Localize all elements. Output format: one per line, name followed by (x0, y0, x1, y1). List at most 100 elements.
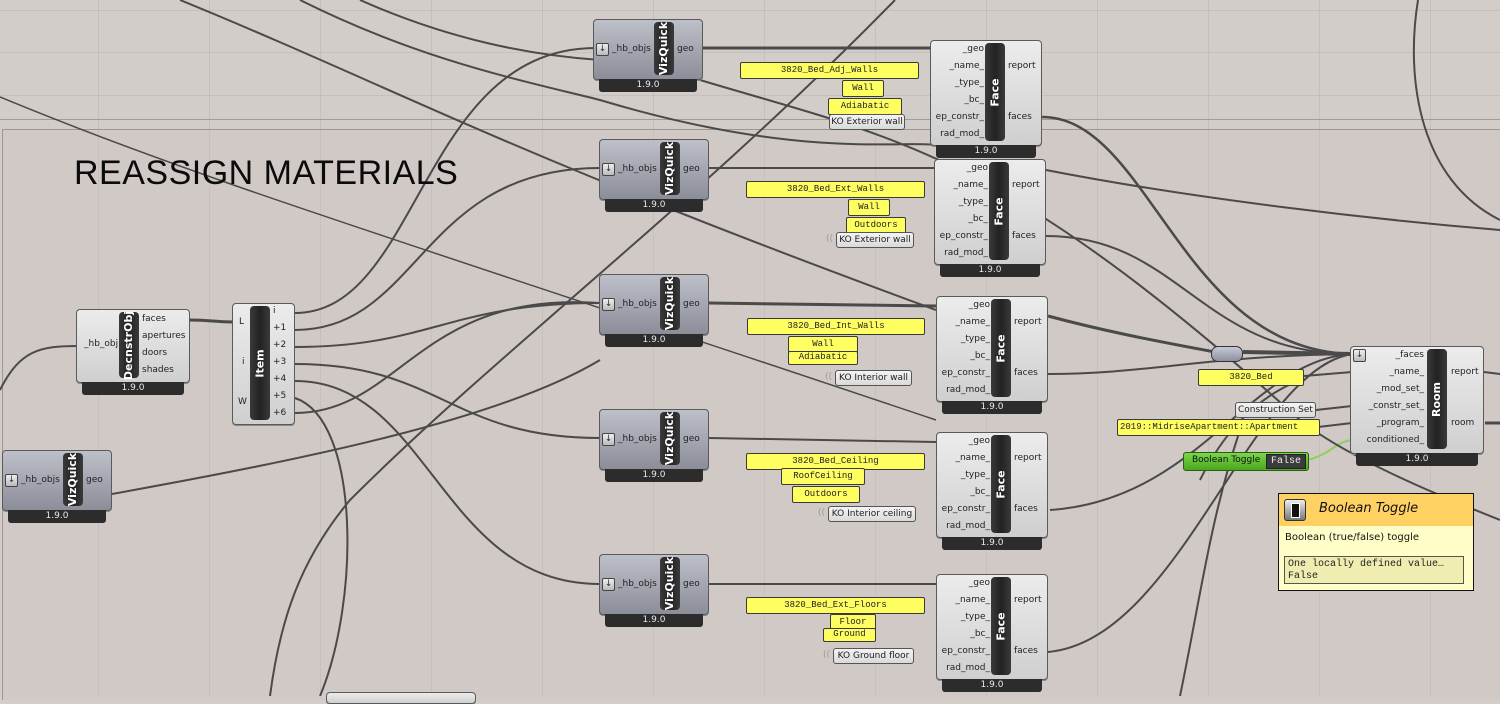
component-nickname[interactable]: Face (985, 43, 1005, 141)
flatten-icon[interactable]: ↓ (602, 578, 615, 591)
input-hb-objs[interactable]: _hb_objs (618, 434, 657, 444)
vizquick-component[interactable]: ↓ _hb_objs VizQuick geo 1.9.0 (599, 274, 709, 347)
bc-panel[interactable]: Outdoors (792, 486, 860, 503)
room-component[interactable]: ↓ _faces _name_ _mod_set_ _constr_set_ _… (1350, 346, 1484, 466)
output-plus3[interactable]: +3 (273, 357, 287, 367)
output-faces[interactable]: faces (1012, 231, 1036, 241)
output-report[interactable]: report (1451, 367, 1479, 377)
flatten-icon[interactable]: ↓ (602, 163, 615, 176)
input-rad-mod[interactable]: rad_mod_ (946, 663, 990, 673)
input-bc[interactable]: _bc_ (970, 351, 990, 361)
face-component[interactable]: _geo _name_ _type_ _bc_ ep_constr_ rad_m… (934, 159, 1046, 277)
name-panel[interactable]: 3820_Bed_Ext_Floors (746, 597, 925, 614)
vizquick-component[interactable]: ↓ _hb_objs VizQuick geo 1.9.0 (599, 554, 709, 627)
output-apertures[interactable]: apertures (142, 331, 186, 341)
type-panel[interactable]: RoofCeiling (781, 468, 865, 485)
output-faces[interactable]: faces (1008, 112, 1032, 122)
component-nickname[interactable]: VizQuick (660, 557, 680, 610)
output-plus4[interactable]: +4 (273, 374, 287, 384)
input-bc[interactable]: _bc_ (970, 487, 990, 497)
component-nickname[interactable]: Face (991, 299, 1011, 397)
input-hb-objs[interactable]: _hb_objs (618, 164, 657, 174)
input-rad-mod[interactable]: rad_mod_ (946, 521, 990, 531)
output-plus1[interactable]: +1 (273, 323, 287, 333)
construction-value-list[interactable]: KO Interior wall (835, 370, 912, 386)
name-panel[interactable]: 3820_Bed_Adj_Walls (740, 62, 919, 79)
output-geo[interactable]: geo (683, 579, 700, 589)
flatten-icon[interactable]: ↓ (1353, 349, 1366, 362)
flatten-icon[interactable]: ↓ (602, 433, 615, 446)
output-plus6[interactable]: +6 (273, 408, 287, 418)
component-nickname[interactable]: VizQuick (660, 412, 680, 465)
output-report[interactable]: report (1014, 595, 1042, 605)
vizquick-component[interactable]: ↓ _hb_objs VizQuick geo 1.9.0 (599, 409, 709, 482)
relay-node[interactable] (1211, 346, 1243, 362)
construction-value-list[interactable]: KO Ground floor (833, 648, 914, 664)
input-ep-constr[interactable]: ep_constr_ (941, 504, 990, 514)
input-type[interactable]: _type_ (960, 612, 990, 622)
flatten-icon[interactable]: ↓ (5, 474, 18, 487)
construction-value-list[interactable]: KO Exterior wall (836, 232, 914, 248)
input-conditioned[interactable]: conditioned_ (1366, 435, 1424, 445)
component-nickname[interactable]: Room (1427, 349, 1447, 449)
vizquick-component[interactable]: ↓ _hb_objs VizQuick geo 1.9.0 (593, 19, 703, 92)
type-panel[interactable]: Wall (848, 199, 890, 216)
input-ep-constr[interactable]: ep_constr_ (935, 112, 984, 122)
input-name[interactable]: _name_ (955, 317, 990, 327)
component-nickname[interactable]: VizQuick (654, 22, 674, 75)
input-ep-constr[interactable]: ep_constr_ (939, 231, 988, 241)
component-nickname[interactable]: DecnstrObj (119, 310, 139, 380)
face-component[interactable]: _geo _name_ _type_ _bc_ ep_constr_ rad_m… (936, 574, 1048, 692)
input-geo[interactable]: _geo (968, 300, 990, 310)
output-geo[interactable]: geo (86, 475, 103, 485)
input-rad-mod[interactable]: rad_mod_ (944, 248, 988, 258)
output-room[interactable]: room (1451, 418, 1475, 428)
output-faces[interactable]: faces (1014, 368, 1038, 378)
input-type[interactable]: _type_ (958, 197, 988, 207)
input-type[interactable]: _type_ (960, 470, 990, 480)
input-rad-mod[interactable]: rad_mod_ (946, 385, 990, 395)
boolean-toggle[interactable]: Boolean Toggle False (1183, 452, 1309, 471)
deconstruct-object-component[interactable]: _hb_obj DecnstrObj faces apertures doors… (76, 309, 190, 395)
output-plus5[interactable]: +5 (273, 391, 287, 401)
output-geo[interactable]: geo (683, 164, 700, 174)
output-geo[interactable]: geo (683, 299, 700, 309)
input-hb-obj[interactable]: _hb_obj (84, 339, 119, 349)
bc-panel[interactable]: Ground (823, 628, 876, 642)
input-constr-set[interactable]: _constr_set_ (1368, 401, 1424, 411)
input-type[interactable]: _type_ (960, 334, 990, 344)
input-hb-objs[interactable]: _hb_objs (21, 475, 60, 485)
component-nickname[interactable]: Face (989, 162, 1009, 260)
output-shades[interactable]: shades (142, 365, 174, 375)
input-bc[interactable]: _bc_ (968, 214, 988, 224)
input-bc[interactable]: _bc_ (964, 95, 984, 105)
input-faces[interactable]: _faces (1395, 350, 1424, 360)
output-plus2[interactable]: +2 (273, 340, 287, 350)
output-report[interactable]: report (1008, 61, 1036, 71)
input-name[interactable]: _name_ (949, 61, 984, 71)
vizquick-component[interactable]: ↓ _hb_objs VizQuick geo 1.9.0 (599, 139, 709, 212)
construction-set-value-list[interactable]: Construction Set (1235, 402, 1316, 418)
construction-value-list[interactable]: KO Exterior wall (829, 114, 905, 130)
output-faces[interactable]: faces (1014, 504, 1038, 514)
component-nickname[interactable]: Item (250, 306, 270, 420)
input-geo[interactable]: _geo (968, 578, 990, 588)
output-report[interactable]: report (1014, 317, 1042, 327)
flatten-icon[interactable]: ↓ (596, 43, 609, 56)
input-mod-set[interactable]: _mod_set_ (1376, 384, 1424, 394)
input-name[interactable]: _name_ (955, 453, 990, 463)
flatten-icon[interactable]: ↓ (602, 298, 615, 311)
input-name[interactable]: _name_ (955, 595, 990, 605)
component-nickname[interactable]: VizQuick (660, 142, 680, 195)
construction-value-list[interactable]: KO Interior ceiling (828, 506, 916, 522)
component-nickname[interactable]: Face (991, 435, 1011, 533)
output-faces[interactable]: faces (1014, 646, 1038, 656)
input-index[interactable]: i (242, 357, 245, 367)
output-geo[interactable]: geo (677, 44, 694, 54)
name-panel[interactable]: 3820_Bed_Int_Walls (747, 318, 925, 335)
input-wrap[interactable]: W (238, 397, 247, 407)
input-type[interactable]: _type_ (954, 78, 984, 88)
face-component[interactable]: _geo _name_ _type_ _bc_ ep_constr_ rad_m… (930, 40, 1042, 158)
component-nickname[interactable]: VizQuick (63, 453, 83, 506)
